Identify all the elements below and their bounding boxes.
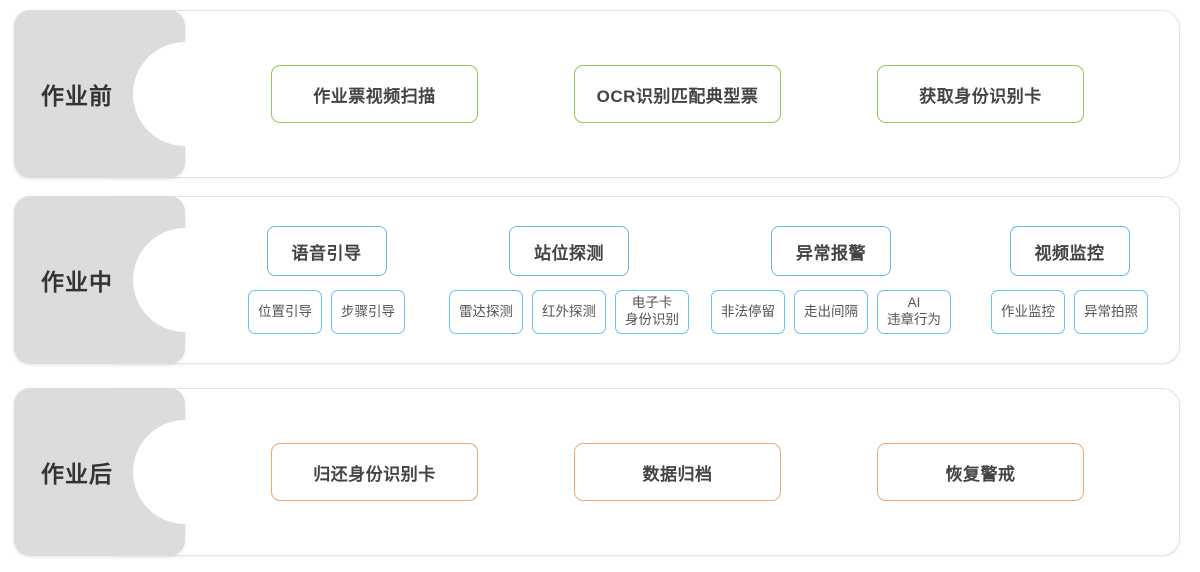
group-abnormal-alarm: 异常报警 非法停留 走出间隔 AI 违章行为 — [711, 226, 951, 334]
group-head-position-detection[interactable]: 站位探测 — [509, 226, 629, 276]
sub-line: 异常拍照 — [1084, 303, 1138, 319]
sub-line: 红外探测 — [542, 303, 596, 319]
group-video-surveillance: 视频监控 作业监控 异常拍照 — [991, 226, 1148, 334]
phase-content-before: 作业票视频扫描 OCR识别匹配典型票 获取身份识别卡 — [185, 10, 1180, 178]
sub-line: 走出间隔 — [804, 303, 858, 319]
phase-label-after: 作业后 — [41, 461, 113, 487]
step-box-data-archive[interactable]: 数据归档 — [574, 443, 781, 501]
phase-content-after: 归还身份识别卡 数据归档 恢复警戒 — [185, 388, 1180, 556]
sub-line: 步骤引导 — [341, 303, 395, 319]
step-box-scan[interactable]: 作业票视频扫描 — [271, 65, 478, 123]
group-list-during: 语音引导 位置引导 步骤引导 站位探测 雷达 — [185, 196, 1180, 364]
sub-box-infrared-detection[interactable]: 红外探测 — [532, 290, 606, 334]
sub-box-operation-monitoring[interactable]: 作业监控 — [991, 290, 1065, 334]
sub-box-ai-violation[interactable]: AI 违章行为 — [877, 290, 951, 334]
group-head-voice-guidance[interactable]: 语音引导 — [266, 226, 387, 276]
sub-box-abnormal-photo[interactable]: 异常拍照 — [1074, 290, 1148, 334]
group-head-video-surveillance[interactable]: 视频监控 — [1009, 226, 1130, 276]
step-list-after: 归还身份识别卡 数据归档 恢复警戒 — [185, 388, 1180, 556]
sub-line: 雷达探测 — [459, 303, 513, 319]
sub-line: 作业监控 — [1001, 303, 1055, 319]
sub-box-step-guidance[interactable]: 步骤引导 — [331, 290, 405, 334]
group-position-detection: 站位探测 雷达探测 红外探测 电子卡 身份识别 — [449, 226, 689, 334]
phase-label-during: 作业中 — [41, 269, 113, 295]
phase-tab-after[interactable]: 作业后 — [14, 388, 185, 556]
group-subs-abnormal-alarm: 非法停留 走出间隔 AI 违章行为 — [711, 290, 951, 334]
sub-box-illegal-stay[interactable]: 非法停留 — [711, 290, 785, 334]
sub-line: 违章行为 — [887, 312, 941, 327]
phase-tab-during[interactable]: 作业中 — [14, 196, 185, 364]
step-box-restore-alert[interactable]: 恢复警戒 — [877, 443, 1084, 501]
phase-card-during — [100, 196, 1180, 364]
sub-box-position-guidance[interactable]: 位置引导 — [248, 290, 322, 334]
group-voice-guidance: 语音引导 位置引导 步骤引导 — [248, 226, 405, 334]
phase-label-before: 作业前 — [41, 83, 113, 109]
sub-line: 位置引导 — [258, 303, 312, 319]
sub-line: 身份识别 — [625, 312, 679, 327]
group-subs-video-surveillance: 作业监控 异常拍照 — [991, 290, 1148, 334]
phase-row-during: 作业中 语音引导 位置引导 步骤引导 — [0, 196, 1200, 364]
step-box-get-id-card[interactable]: 获取身份识别卡 — [877, 65, 1084, 123]
group-subs-voice-guidance: 位置引导 步骤引导 — [248, 290, 405, 334]
sub-box-leave-interval[interactable]: 走出间隔 — [794, 290, 868, 334]
step-list-before: 作业票视频扫描 OCR识别匹配典型票 获取身份识别卡 — [185, 10, 1180, 178]
step-box-return-id-card[interactable]: 归还身份识别卡 — [271, 443, 478, 501]
sub-line: 电子卡 — [631, 295, 673, 311]
phase-row-after: 作业后 归还身份识别卡 数据归档 恢复警戒 — [0, 388, 1200, 556]
step-box-ocr[interactable]: OCR识别匹配典型票 — [574, 65, 781, 123]
sub-box-ecard-identification[interactable]: 电子卡 身份识别 — [615, 290, 689, 334]
phase-content-during: 语音引导 位置引导 步骤引导 站位探测 雷达 — [185, 196, 1180, 364]
group-subs-position-detection: 雷达探测 红外探测 电子卡 身份识别 — [449, 290, 689, 334]
sub-box-radar-detection[interactable]: 雷达探测 — [449, 290, 523, 334]
group-head-abnormal-alarm[interactable]: 异常报警 — [771, 226, 891, 276]
phase-tab-before[interactable]: 作业前 — [14, 10, 185, 178]
phase-row-before: 作业前 作业票视频扫描 OCR识别匹配典型票 获取身份识别卡 — [0, 10, 1200, 178]
sub-line: 非法停留 — [721, 303, 775, 319]
sub-line: AI — [907, 295, 921, 311]
